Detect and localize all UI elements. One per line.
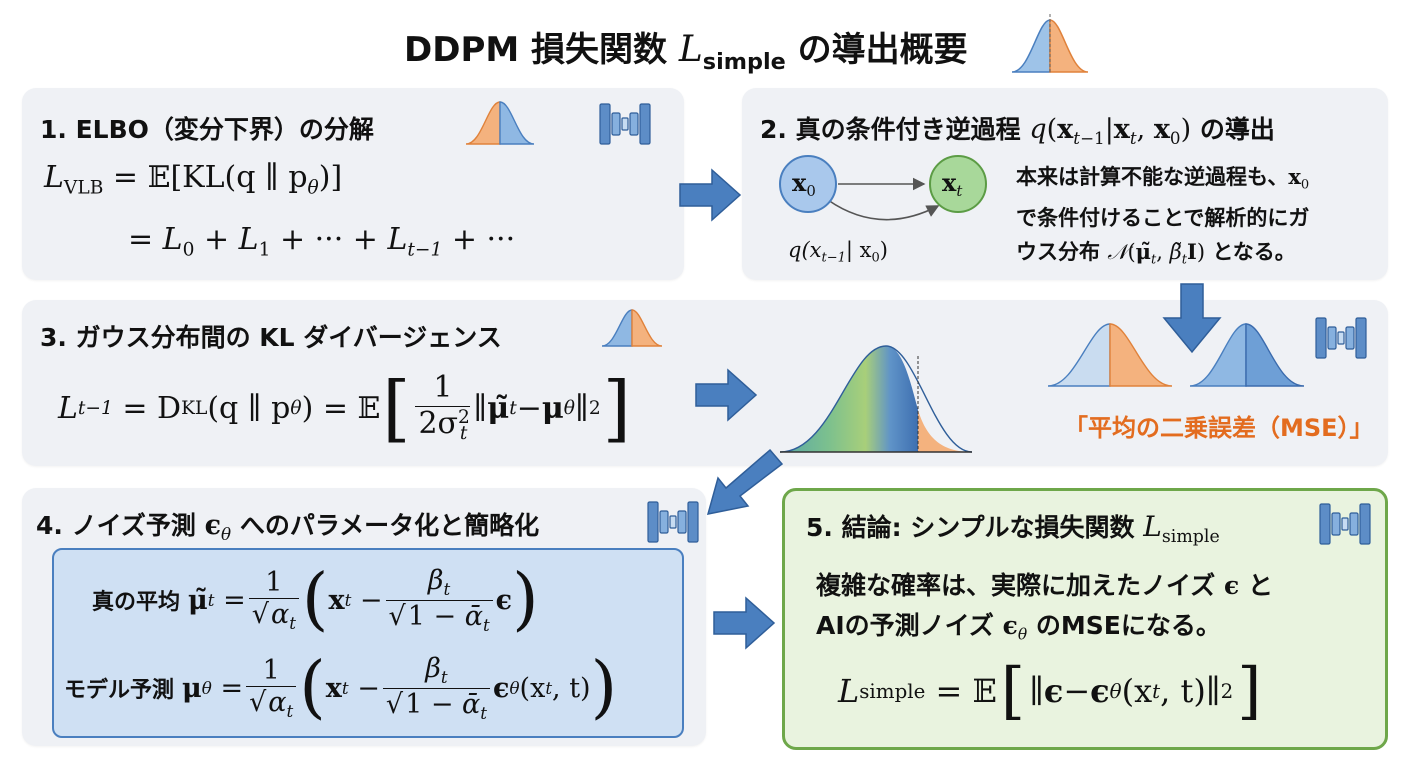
panel5-title: 5. 結論: シンプルな損失関数 Lsimple xyxy=(806,510,1220,548)
gaussian-compare-left-icon xyxy=(1047,323,1173,387)
arrow-right-icon xyxy=(695,368,758,422)
title-suffix: の導出概要 xyxy=(797,30,968,70)
panel1-title: 1. ELBO（変分下界）の分解 xyxy=(40,115,374,144)
panel1-eq1: LVLB = 𝔼[KL(q ∥ pθ)] xyxy=(44,160,343,199)
title-symbol: L xyxy=(678,29,703,70)
autoencoder-icon xyxy=(1315,317,1367,359)
arrow-right-icon xyxy=(679,168,742,222)
mse-label: 「平均の二乗誤差（MSE）」 xyxy=(1064,414,1374,442)
title-symbol-sub: simple xyxy=(702,48,786,75)
autoencoder-icon xyxy=(1319,503,1371,545)
panel2-description: 本来は計算不能な逆過程も、x0 で条件付けることで解析的にガ ウス分布 𝒩(μ̃… xyxy=(1016,164,1310,268)
gaussian-curve-icon xyxy=(779,345,973,453)
title-text: DDPM 損失関数 xyxy=(404,30,668,70)
gaussian-compare-right-icon xyxy=(1189,323,1305,387)
panel2-title: 2. 真の条件付き逆過程 q(xt−1|xt, x0) の導出 xyxy=(760,114,1275,148)
panel4-formula-box xyxy=(52,548,684,738)
edge-label: q(xt−1| x0) xyxy=(788,238,888,266)
node-xt: xt xyxy=(942,168,963,201)
gaussian-icon xyxy=(601,309,663,347)
arrow-down-icon xyxy=(1162,283,1222,354)
panel-conclusion xyxy=(782,488,1388,750)
node-x0: x0 xyxy=(792,168,816,201)
page-title: DDPM 損失関数 Lsimple の導出概要 xyxy=(404,22,968,75)
gaussian-icon xyxy=(1011,14,1089,74)
arrow-right-icon xyxy=(713,596,776,650)
arrow-diagonal-icon xyxy=(706,448,784,515)
panel4-title: 4. ノイズ予測 ϵθ へのパラメータ化と簡略化 xyxy=(36,510,540,544)
panel3-title: 3. ガウス分布間の KL ダイバージェンス xyxy=(40,323,502,352)
panel1-eq2: = L0 + L1 + ··· + Lt−1 + ··· xyxy=(128,222,516,261)
autoencoder-icon xyxy=(599,103,651,145)
autoencoder-icon xyxy=(647,501,699,543)
panel5-description: 複雑な確率は、実際に加えたノイズ ϵ と AIの予測ノイズ ϵθ のMSEになる… xyxy=(816,571,1273,644)
reverse-process-graph xyxy=(779,155,987,221)
gaussian-icon xyxy=(465,101,535,145)
panel-elbo xyxy=(22,88,684,280)
